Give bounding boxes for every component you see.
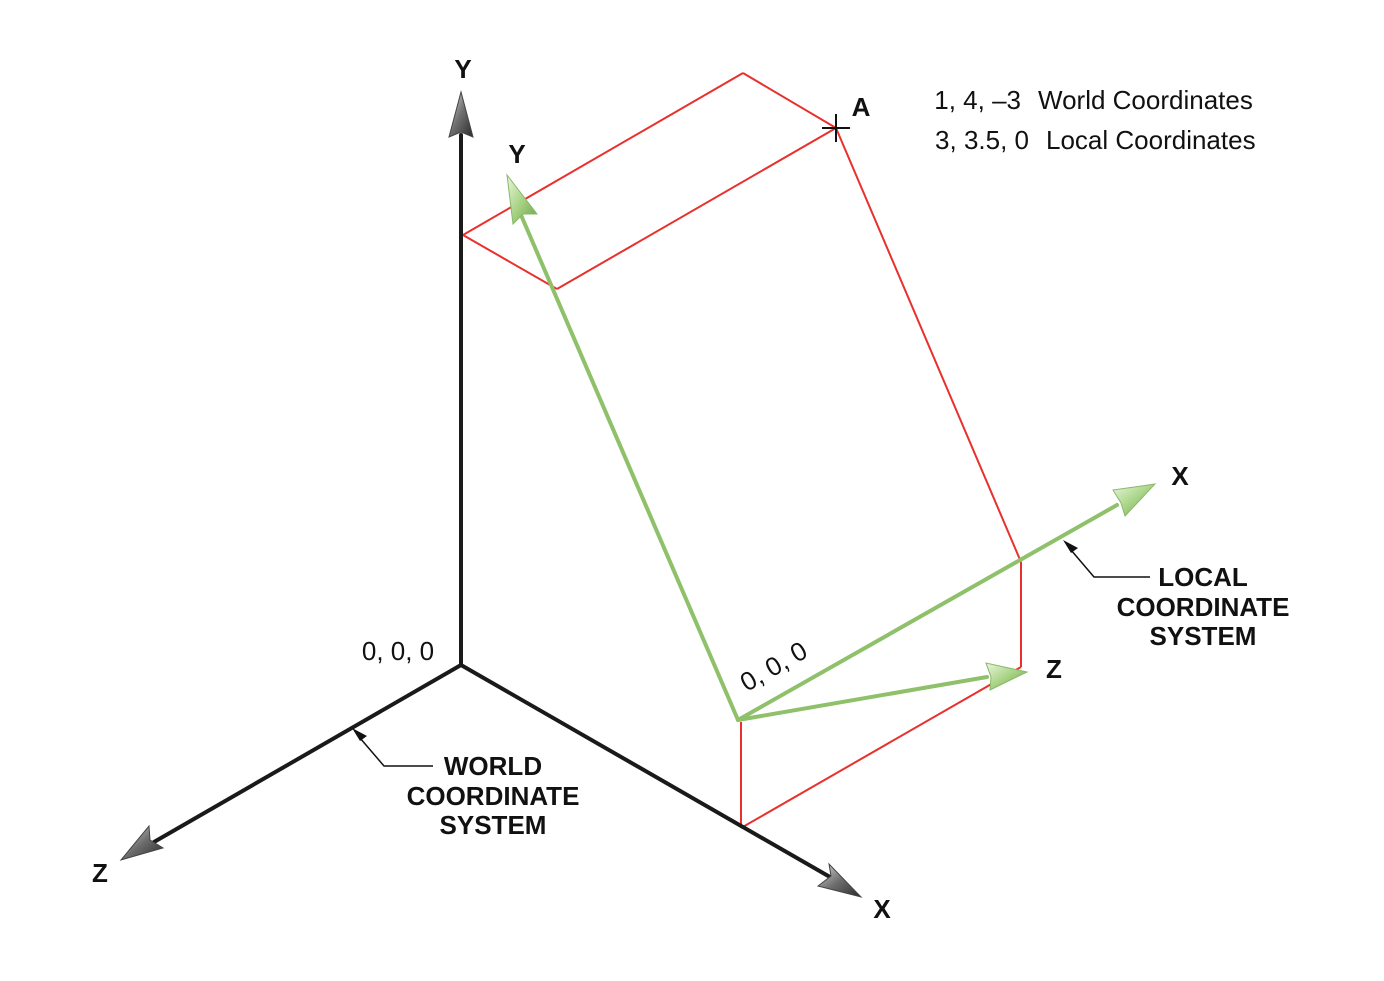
- box-edge: [740, 666, 1022, 829]
- world-z-arrowhead: [119, 824, 165, 861]
- world-x-arrowhead: [816, 862, 863, 898]
- local-y-label: Y: [508, 139, 525, 169]
- point-a-label: A: [852, 92, 871, 122]
- point-a-marker: [822, 114, 850, 142]
- local-x-axis: [736, 503, 1119, 722]
- local-y-axis: [519, 213, 740, 722]
- world-x-axis: [459, 663, 832, 879]
- world-z-label: Z: [92, 858, 108, 888]
- world-callout-leader: [359, 737, 433, 767]
- local-x-label: X: [1171, 461, 1189, 491]
- world-axes: [152, 133, 832, 879]
- world-z-axis: [152, 663, 463, 844]
- world-callout-line3: SYSTEM: [440, 810, 547, 840]
- local-axes: [519, 213, 1119, 722]
- world-coords-value: 1, 4, –3: [934, 85, 1021, 115]
- local-origin-label: 0, 0, 0: [735, 635, 813, 697]
- box-edge: [556, 127, 837, 290]
- world-x-label: X: [873, 894, 891, 924]
- box-edge: [835, 127, 1022, 563]
- local-coords-value: 3, 3.5, 0: [935, 125, 1029, 155]
- local-x-arrowhead: [1112, 483, 1157, 517]
- block-wireframe: [462, 72, 1022, 829]
- local-callout-line3: SYSTEM: [1150, 621, 1257, 651]
- box-edge: [462, 72, 744, 236]
- local-callout-pointer: [1063, 540, 1078, 553]
- world-callout-line2: COORDINATE: [407, 781, 580, 811]
- local-y-arrowhead: [506, 173, 539, 226]
- local-callout-line1: LOCAL: [1158, 562, 1248, 592]
- local-callout-line2: COORDINATE: [1117, 592, 1290, 622]
- world-origin-label: 0, 0, 0: [362, 636, 434, 666]
- box-edge: [742, 72, 837, 129]
- local-z-axis: [736, 675, 989, 722]
- local-z-arrowhead: [985, 662, 1029, 691]
- local-z-label: Z: [1046, 654, 1062, 684]
- local-callout-leader: [1070, 549, 1150, 578]
- world-callout-line1: WORLD: [444, 751, 542, 781]
- world-callout-pointer: [352, 728, 367, 741]
- local-coords-caption: Local Coordinates: [1046, 125, 1256, 155]
- box-edge: [462, 234, 558, 290]
- world-y-label: Y: [454, 54, 471, 84]
- world-y-arrowhead: [448, 90, 474, 138]
- world-coords-caption: World Coordinates: [1038, 85, 1253, 115]
